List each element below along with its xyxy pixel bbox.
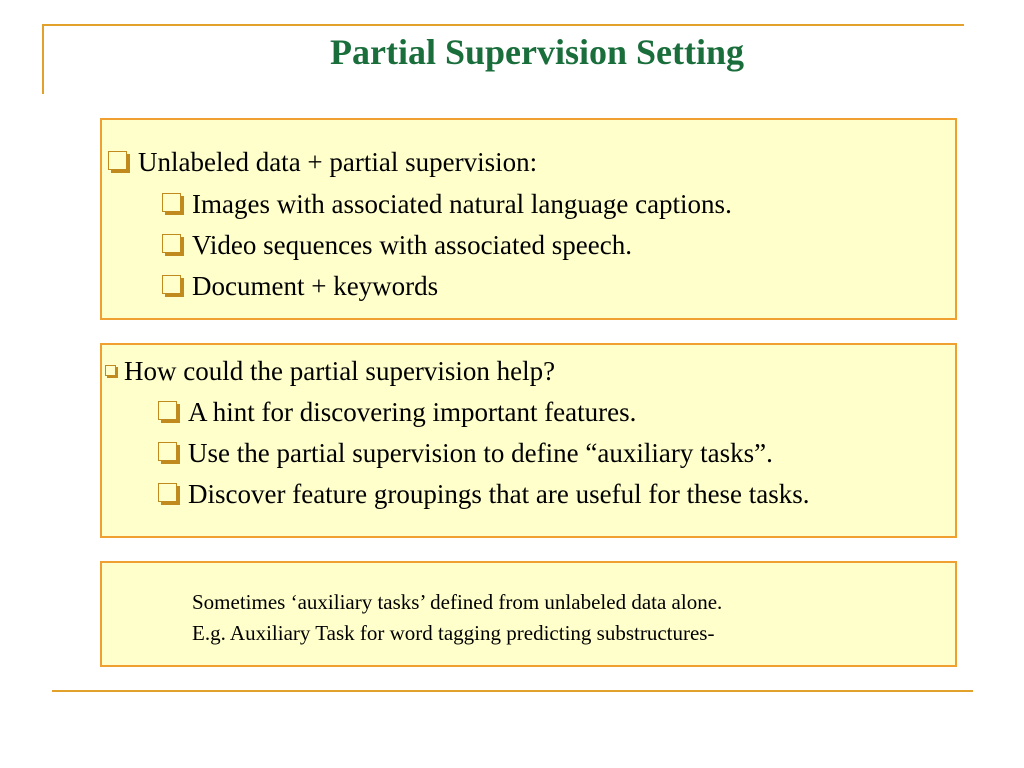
square-bullet-icon <box>158 442 180 464</box>
square-bullet-icon <box>162 234 184 256</box>
box2-item-text: A hint for discovering important feature… <box>188 397 637 427</box>
slide-title: Partial Supervision Setting <box>329 32 745 72</box>
box2-item-text: Use the partial supervision to define “a… <box>188 438 773 468</box>
frame-top-rule <box>42 24 964 26</box>
box2-heading-line: How could the partial supervision help? <box>105 355 555 387</box>
frame-bottom-rule <box>52 690 973 692</box>
box3-line: Sometimes ‘auxiliary tasks’ defined from… <box>192 590 723 614</box>
box2-item: A hint for discovering important feature… <box>158 396 636 428</box>
content-box-partial-supervision <box>100 343 957 538</box>
box2-item: Use the partial supervision to define “a… <box>158 437 773 469</box>
content-box-auxiliary-note <box>100 561 957 667</box>
box1-heading: Unlabeled data + partial supervision: <box>138 147 538 177</box>
frame-left-rule <box>42 24 44 94</box>
box1-item: Images with associated natural language … <box>162 188 732 220</box>
box1-item: Video sequences with associated speech. <box>162 229 632 261</box>
box1-heading-line: Unlabeled data + partial supervision: <box>108 146 537 178</box>
box3-line: E.g. Auxiliary Task for word tagging pre… <box>192 621 715 645</box>
square-bullet-icon <box>158 401 180 423</box>
box2-item-text: Discover feature groupings that are usef… <box>188 479 810 509</box>
square-bullet-icon <box>162 275 184 297</box>
square-bullet-icon <box>105 364 118 378</box>
box1-item-text: Images with associated natural language … <box>192 189 732 219</box>
square-bullet-icon <box>162 193 184 215</box>
content-box-unlabeled-data <box>100 118 957 320</box>
box2-heading: How could the partial supervision help? <box>124 356 556 386</box>
box1-item-text: Video sequences with associated speech. <box>192 230 632 260</box>
square-bullet-icon <box>158 483 180 505</box>
box1-item-text: Document + keywords <box>192 271 439 301</box>
box2-item: Discover feature groupings that are usef… <box>158 478 810 510</box>
box1-item: Document + keywords <box>162 270 438 302</box>
square-bullet-icon <box>108 151 130 173</box>
